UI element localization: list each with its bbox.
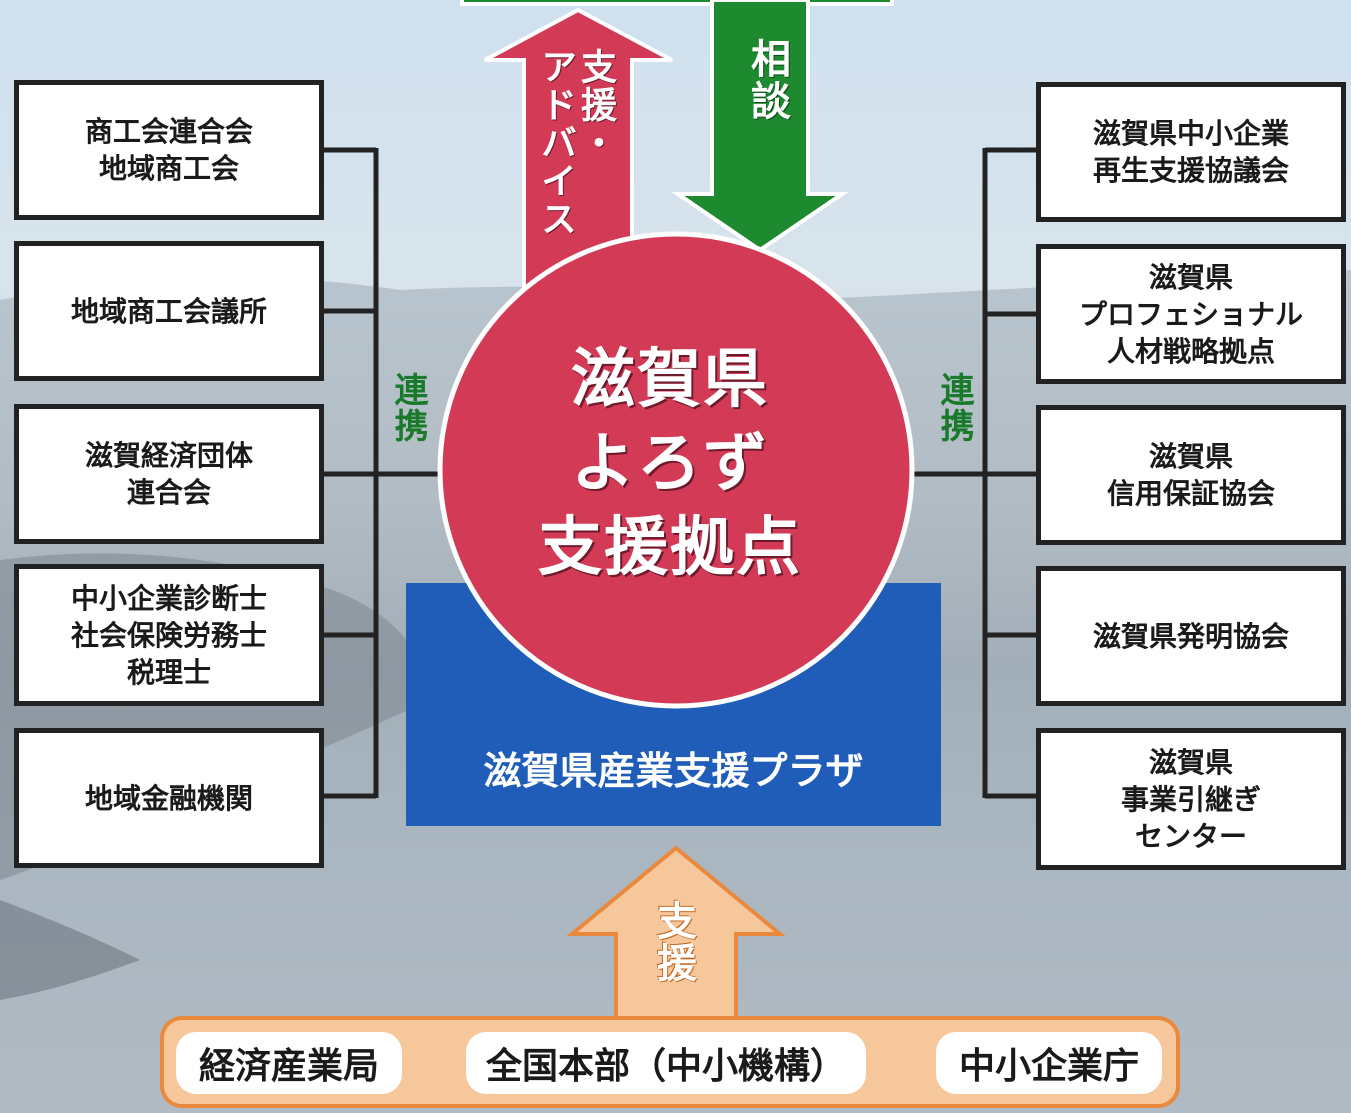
pill-national-hq: 全国本部（中小機構） bbox=[466, 1032, 866, 1094]
right-box-4: 滋賀県発明協会 bbox=[1036, 566, 1346, 706]
left-box-3: 滋賀経済団体 連合会 bbox=[14, 404, 324, 544]
right-box-2: 滋賀県 プロフェショナル 人材戦略拠点 bbox=[1036, 244, 1346, 384]
plaza-label: 滋賀県産業支援プラザ bbox=[483, 749, 864, 793]
renkei-left-label: 連携 bbox=[388, 372, 428, 444]
renkei-right-label: 連携 bbox=[934, 372, 974, 444]
left-box-5: 地域金融機関 bbox=[14, 728, 324, 868]
consult-label: 相談 bbox=[744, 38, 790, 122]
right-box-5: 滋賀県 事業引継ぎ センター bbox=[1036, 728, 1346, 870]
right-box-1: 滋賀県中小企業 再生支援協議会 bbox=[1036, 82, 1346, 222]
left-box-2: 地域商工会議所 bbox=[14, 241, 324, 381]
left-box-1: 商工会連合会 地域商工会 bbox=[14, 80, 324, 220]
support-advice-label: 支援・ アドバイス bbox=[535, 48, 616, 238]
right-box-3: 滋賀県 信用保証協会 bbox=[1036, 405, 1346, 545]
pill-sme-agency: 中小企業庁 bbox=[936, 1032, 1162, 1094]
bottom-support-label: 支援 bbox=[650, 900, 696, 984]
pill-meti-bureau: 経済産業局 bbox=[176, 1032, 402, 1094]
left-box-4: 中小企業診断士 社会保険労務士 税理士 bbox=[14, 564, 324, 706]
yorozu-title: 滋賀県 よろず 支援拠点 bbox=[538, 343, 802, 585]
